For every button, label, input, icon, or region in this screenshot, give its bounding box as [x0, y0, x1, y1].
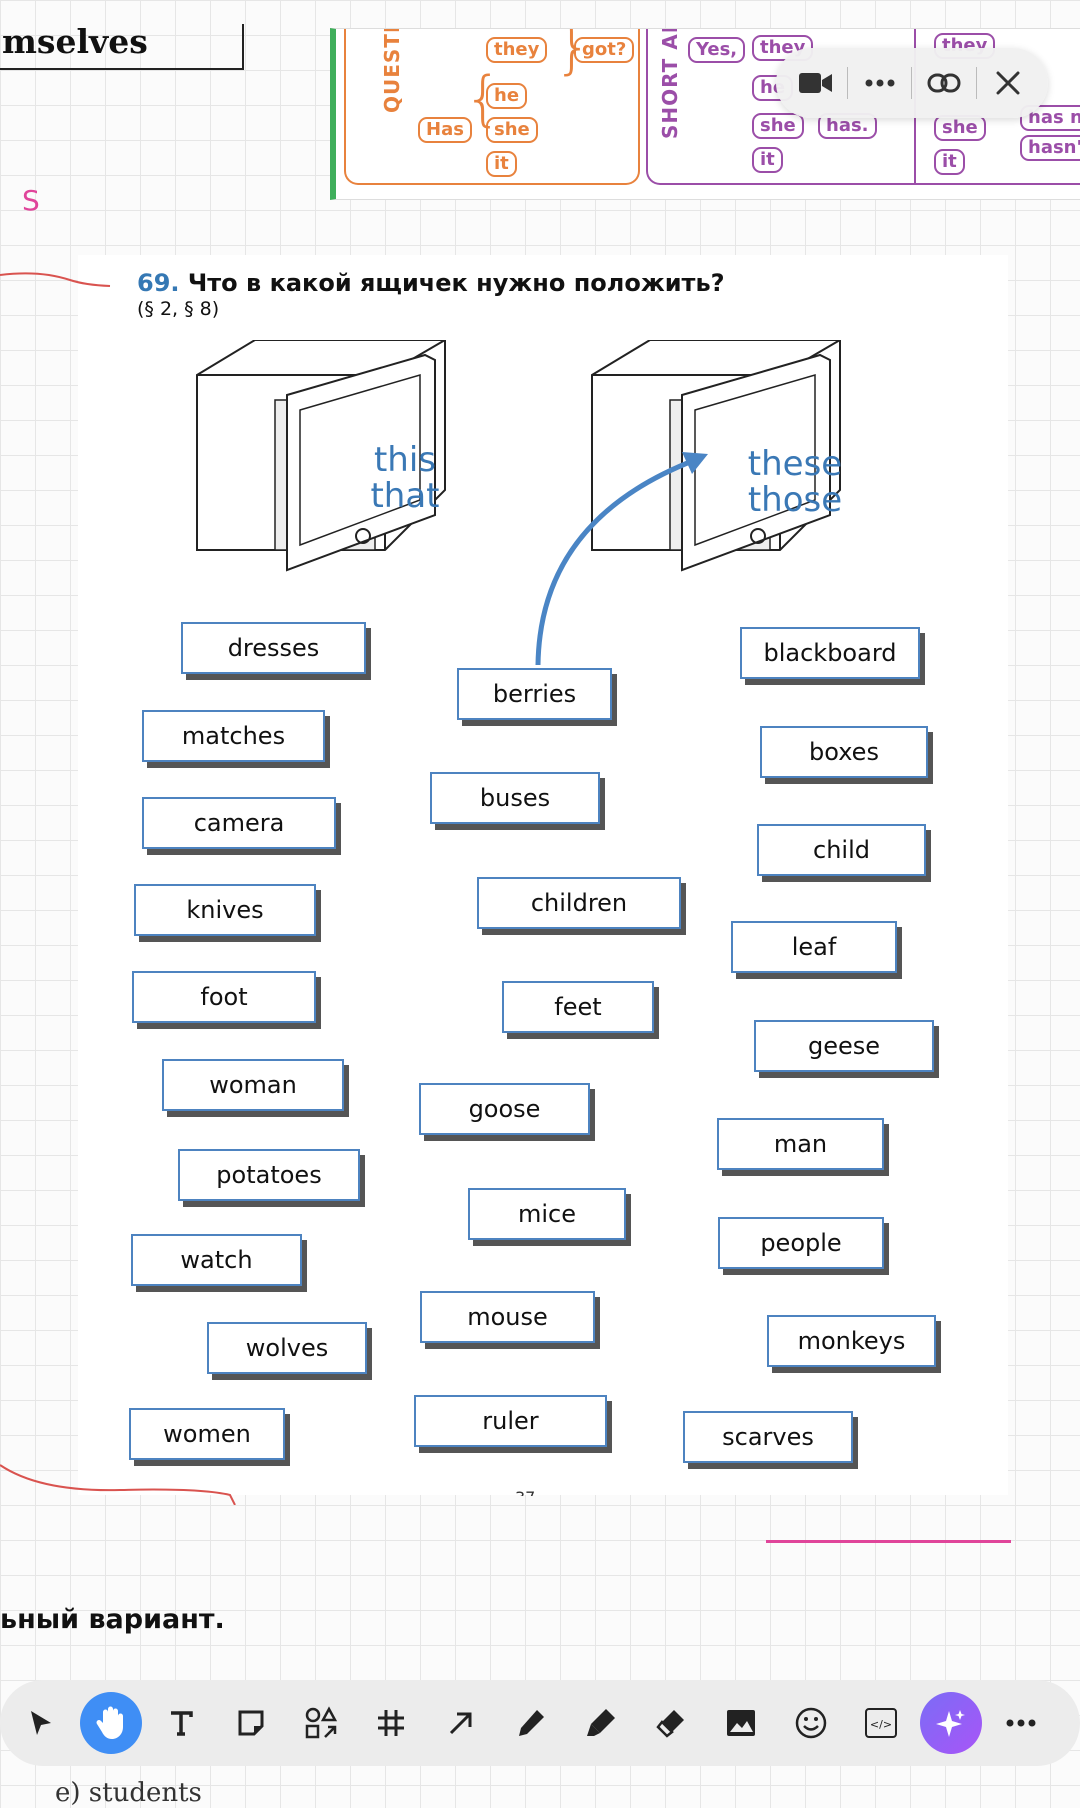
page-text-fragment: ьный вариант. — [0, 1604, 225, 1635]
chip-it-short: it — [752, 147, 783, 173]
drawer-left-illustration — [196, 340, 446, 572]
chip-he: he — [486, 83, 528, 109]
word-card[interactable]: mouse — [420, 1291, 595, 1343]
chip-has: Has — [418, 117, 472, 143]
drag-arrow — [535, 452, 708, 666]
handwritten-annotation: S — [22, 184, 40, 217]
short-answers-panel: SHORT AN Yes, they he she it has. they s… — [646, 29, 1080, 185]
chip-they: they — [486, 37, 548, 63]
brace: { — [464, 64, 503, 134]
word-card[interactable]: women — [129, 1408, 285, 1460]
word-card[interactable]: camera — [142, 797, 336, 849]
word-card[interactable]: ruler — [414, 1395, 607, 1447]
exercise-text: Что в какой ящичек нужно положить? — [187, 269, 725, 297]
word-card[interactable]: berries — [457, 668, 612, 720]
red-brace-annotation — [0, 272, 236, 1505]
separator — [911, 67, 913, 99]
pen-icon[interactable] — [500, 1692, 562, 1754]
word-card[interactable]: scarves — [683, 1411, 853, 1463]
word-card[interactable]: mice — [468, 1188, 626, 1240]
label-these: these — [747, 444, 843, 484]
text-icon[interactable] — [150, 1692, 212, 1754]
more-icon[interactable] — [990, 1692, 1052, 1754]
word-card[interactable]: knives — [134, 884, 316, 936]
separator — [975, 67, 977, 99]
word-card[interactable]: goose — [419, 1083, 590, 1135]
chip-she: she — [486, 117, 538, 143]
drawer-left-label: this that — [360, 442, 450, 514]
word-card[interactable]: boxes — [760, 726, 928, 778]
video-camera-icon[interactable] — [796, 63, 836, 103]
eraser-icon[interactable] — [640, 1692, 702, 1754]
highlighter-icon[interactable] — [570, 1692, 632, 1754]
image-icon[interactable] — [710, 1692, 772, 1754]
questions-heading: QUESTI — [380, 28, 404, 113]
short-answers-heading: SHORT AN — [658, 28, 682, 139]
word-card[interactable]: dresses — [181, 622, 366, 674]
word-card[interactable]: leaf — [731, 921, 897, 973]
more-icon[interactable] — [860, 63, 900, 103]
word-card[interactable]: people — [718, 1217, 884, 1269]
brace: } — [554, 28, 593, 82]
svg-text:</>: </> — [870, 1718, 892, 1731]
exercise-number: 69. — [137, 269, 180, 297]
label-those: those — [747, 480, 843, 520]
word-card[interactable]: monkeys — [767, 1315, 936, 1367]
label-this: this — [373, 440, 437, 480]
ai-sparkle-icon[interactable] — [920, 1692, 982, 1754]
label-that: that — [370, 476, 440, 516]
word-card[interactable]: geese — [754, 1020, 934, 1072]
word-card[interactable]: feet — [502, 981, 654, 1033]
word-card[interactable]: woman — [162, 1059, 344, 1111]
word-card[interactable]: blackboard — [740, 627, 920, 679]
word-card[interactable]: matches — [142, 710, 325, 762]
chip-it: it — [486, 151, 517, 177]
close-icon[interactable] — [988, 63, 1028, 103]
drawer-right-label: these those — [740, 446, 850, 518]
exercise-reference: (§ 2, § 8) — [137, 298, 220, 320]
page-text-fragment-bottom: e) students — [55, 1778, 202, 1808]
word-card[interactable]: wolves — [207, 1322, 367, 1374]
page-fragment-heading: mselves — [0, 24, 244, 70]
hand-icon[interactable] — [80, 1692, 142, 1754]
shapes-icon[interactable] — [290, 1692, 352, 1754]
separator — [847, 67, 849, 99]
chip-it-neg: it — [934, 149, 965, 175]
page-number: 37 — [515, 1488, 535, 1496]
link-icon[interactable] — [924, 63, 964, 103]
select-arrow-icon[interactable] — [10, 1692, 72, 1754]
bottom-toolbar: </> — [0, 1680, 1080, 1766]
floating-toolbar — [776, 48, 1048, 118]
exercise-title: 69. Что в какой ящичек нужно положить? — [137, 269, 725, 297]
word-card[interactable]: foot — [132, 971, 316, 1023]
chip-yes: Yes, — [688, 37, 746, 63]
word-card[interactable]: child — [757, 824, 926, 876]
word-card[interactable]: buses — [430, 772, 600, 824]
chip-she-neg: she — [934, 115, 986, 141]
drawer-right-illustration — [591, 340, 841, 572]
chip-she-short: she — [752, 113, 804, 139]
questions-panel: QUESTI they got? Has he she it { } — [344, 29, 640, 185]
chip-hasnt: hasn' — [1020, 135, 1080, 161]
chip-got: got? — [574, 37, 635, 63]
word-card[interactable]: watch — [131, 1234, 302, 1286]
word-card[interactable]: man — [717, 1118, 884, 1170]
arrow-icon[interactable] — [430, 1692, 492, 1754]
word-card[interactable]: children — [477, 877, 681, 929]
emoji-icon[interactable] — [780, 1692, 842, 1754]
embed-code-icon[interactable]: </> — [850, 1692, 912, 1754]
word-card[interactable]: potatoes — [178, 1149, 360, 1201]
pink-line-annotation — [766, 1540, 1011, 1543]
grid-icon[interactable] — [360, 1692, 422, 1754]
sticky-note-icon[interactable] — [220, 1692, 282, 1754]
